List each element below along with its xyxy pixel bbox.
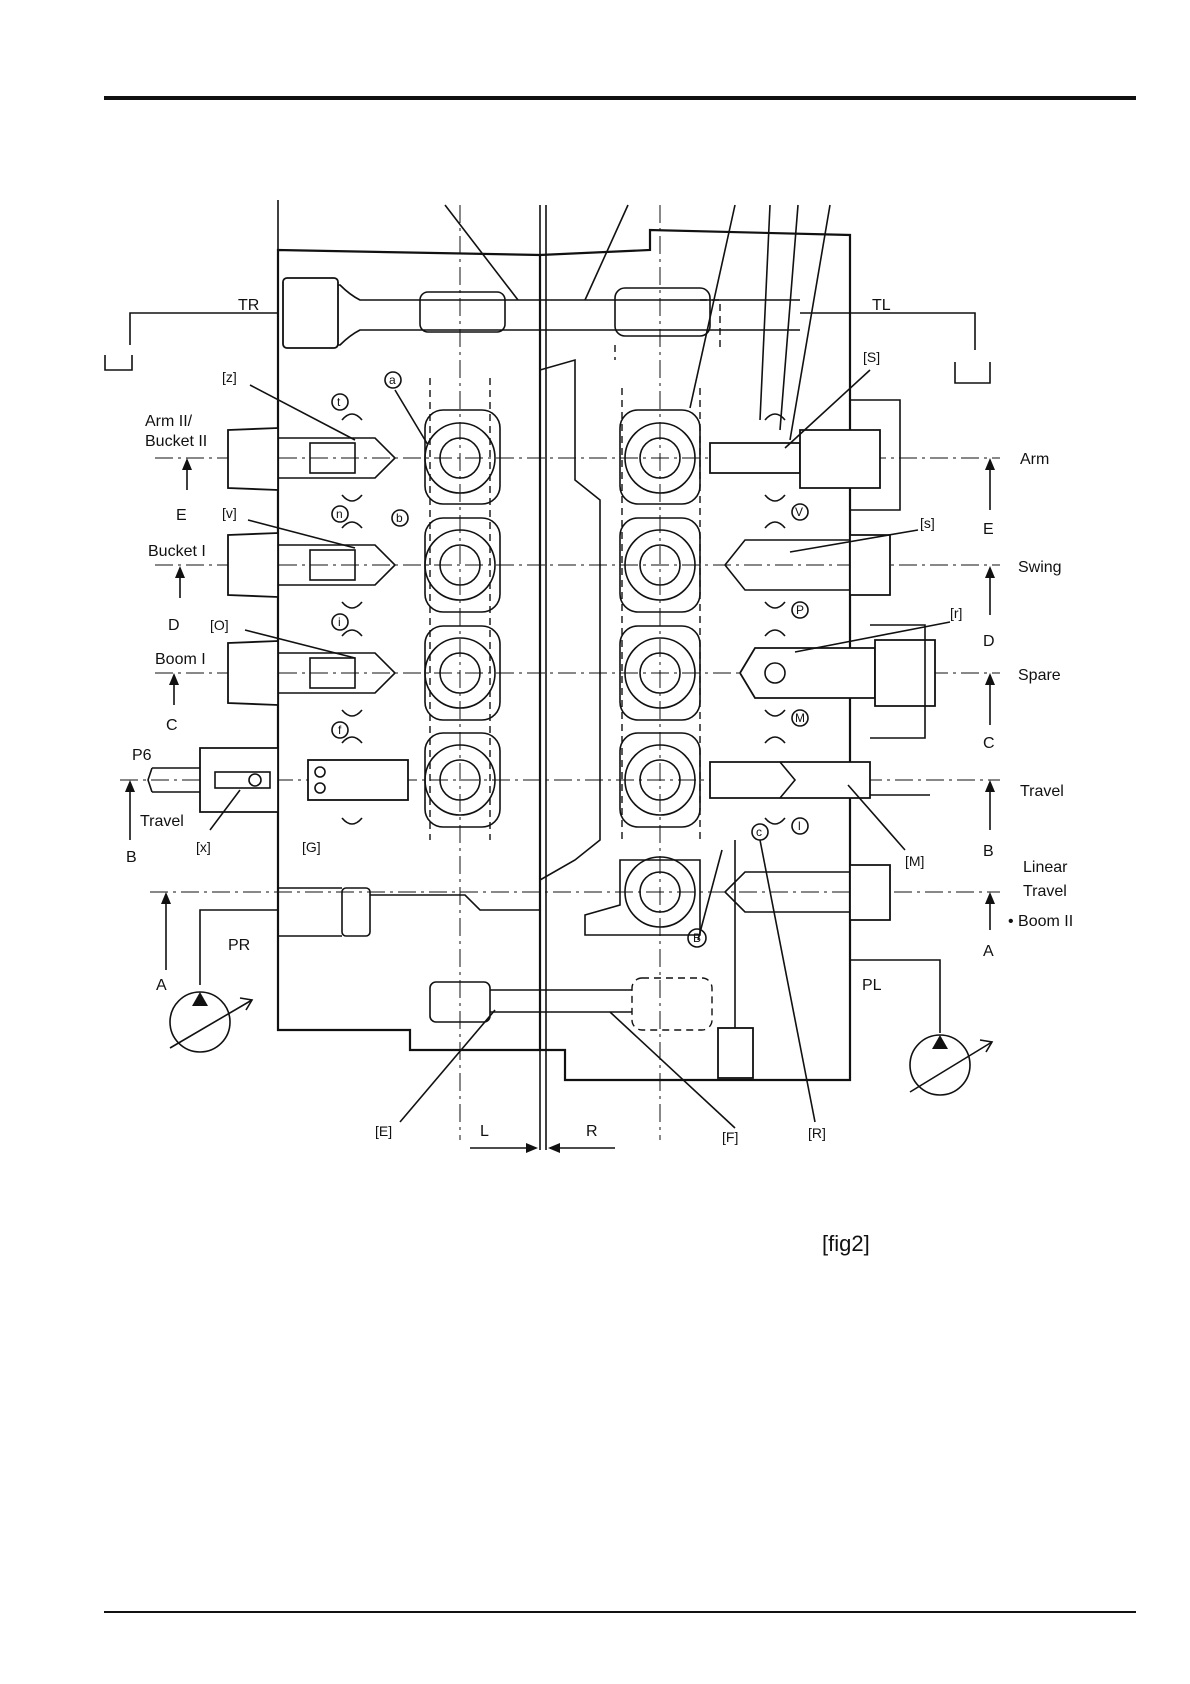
- section-letter-right-a: A: [983, 943, 994, 960]
- left-bores: [425, 378, 500, 840]
- label-boom1: Boom I: [155, 651, 206, 668]
- svg-text:t: t: [337, 395, 341, 409]
- port-tl-label: TL: [872, 297, 891, 314]
- label-bucket1: Bucket I: [148, 543, 206, 560]
- section-letter-right-e: E: [983, 521, 994, 538]
- label-arm2-line1: Arm II/: [145, 413, 193, 430]
- section-arrows-left: [125, 458, 192, 970]
- section-letter-right-c: C: [983, 735, 995, 752]
- tank-left: [105, 313, 278, 370]
- svg-text:l: l: [798, 819, 801, 833]
- tank-right: [800, 313, 990, 383]
- bracket-r-lower: [r]: [950, 605, 962, 621]
- svg-text:M: M: [795, 711, 805, 725]
- section-letter-left-d: D: [168, 617, 180, 634]
- figure-caption: [fig2]: [822, 1231, 870, 1257]
- section-letter-left-c: C: [166, 717, 178, 734]
- circled-n: n: [332, 506, 348, 522]
- bracket-g: [G]: [302, 839, 321, 855]
- label-travel-left: Travel: [140, 813, 184, 830]
- section-letter-right-b: B: [983, 843, 994, 860]
- circled-c: c: [752, 824, 768, 840]
- circled-big-b: B: [688, 929, 706, 947]
- svg-text:P: P: [796, 603, 804, 617]
- bracket-z: [z]: [222, 369, 237, 385]
- pressure-passage-bottom: [278, 888, 712, 1030]
- bracket-s-lower: [s]: [920, 515, 935, 531]
- svg-text:f: f: [338, 723, 342, 737]
- svg-text:c: c: [756, 825, 762, 839]
- circled-b: b: [392, 510, 408, 526]
- bracket-r-upper: [R]: [808, 1125, 826, 1141]
- svg-text:V: V: [795, 505, 803, 519]
- label-boom2: • Boom II: [1008, 913, 1073, 930]
- label-linear-line1: Linear: [1023, 859, 1068, 876]
- label-linear-line2: Travel: [1023, 883, 1067, 900]
- port-tr-label: TR: [238, 297, 259, 314]
- circled-f: f: [332, 722, 348, 738]
- bracket-s-upper: [S]: [863, 349, 880, 365]
- label-arm2-line2: Bucket II: [145, 433, 207, 450]
- bracket-f: [F]: [722, 1129, 738, 1145]
- svg-text:a: a: [389, 373, 396, 387]
- tank-passage-top: [283, 278, 800, 360]
- svg-text:b: b: [396, 511, 403, 525]
- bracket-o: [O]: [210, 617, 229, 633]
- right-spools: [710, 430, 935, 1078]
- circled-v: V: [792, 504, 808, 520]
- pump-left: [170, 910, 278, 1052]
- label-arm: Arm: [1020, 451, 1049, 468]
- circled-p: P: [792, 602, 808, 618]
- split-arrows: [470, 1143, 615, 1153]
- svg-text:n: n: [336, 507, 343, 521]
- svg-text:i: i: [338, 615, 341, 629]
- circled-l: l: [792, 818, 808, 834]
- bracket-v: [v]: [222, 505, 237, 521]
- label-spare: Spare: [1018, 667, 1061, 684]
- center-spine: [540, 360, 600, 880]
- right-bores: [585, 388, 700, 935]
- section-letter-left-b: B: [126, 849, 137, 866]
- circled-i: i: [332, 614, 348, 630]
- split-label-right: R: [586, 1123, 598, 1140]
- split-label-left: L: [480, 1123, 489, 1140]
- bracket-x: [x]: [196, 839, 211, 855]
- svg-text:B: B: [693, 931, 701, 945]
- section-letter-left-a: A: [156, 977, 167, 994]
- bracket-e: [E]: [375, 1123, 392, 1139]
- port-pl-label: PL: [862, 977, 882, 994]
- bracket-m: [M]: [905, 853, 924, 869]
- section-letter-left-e: E: [176, 507, 187, 524]
- circled-t: t: [332, 394, 348, 410]
- port-pr-label: PR: [228, 937, 250, 954]
- port-p6-label: P6: [132, 747, 152, 764]
- section-letter-right-d: D: [983, 633, 995, 650]
- circled-m: M: [792, 710, 808, 726]
- circled-a: a: [385, 372, 401, 388]
- label-swing: Swing: [1018, 559, 1062, 576]
- label-travel-right: Travel: [1020, 783, 1064, 800]
